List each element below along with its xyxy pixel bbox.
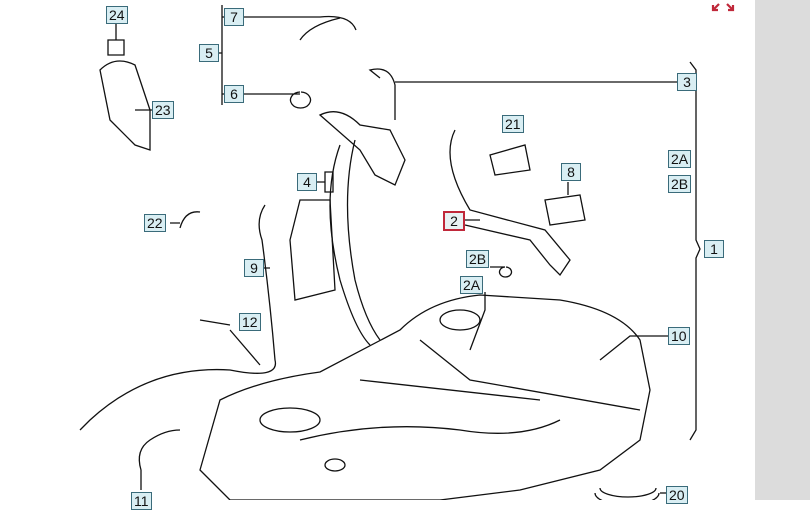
parts-diagram: 24 7 5 6 3 23 21 2A 2B 4 8 22 2 1 9 2B 2… (79, 0, 736, 510)
side-panel (755, 0, 810, 500)
callout-2a[interactable]: 2A (460, 276, 484, 294)
callout-1[interactable]: 1 (704, 240, 724, 258)
callout-2b[interactable]: 2B (466, 250, 490, 268)
callout-21[interactable]: 21 (502, 115, 524, 133)
callout-7[interactable]: 7 (224, 8, 244, 26)
callout-11[interactable]: 11 (131, 492, 152, 510)
callout-5[interactable]: 5 (199, 44, 219, 62)
callout-2-selected[interactable]: 2 (443, 211, 465, 231)
callout-20[interactable]: 20 (666, 486, 688, 504)
callout-24[interactable]: 24 (106, 6, 128, 24)
callout-2a-legend[interactable]: 2A (668, 150, 692, 168)
callout-23[interactable]: 23 (152, 101, 174, 119)
callout-10[interactable]: 10 (668, 327, 690, 345)
callout-9[interactable]: 9 (244, 259, 264, 277)
callout-2b-legend[interactable]: 2B (668, 175, 692, 193)
callout-4[interactable]: 4 (297, 173, 317, 191)
callout-6[interactable]: 6 (224, 85, 244, 103)
callout-3[interactable]: 3 (677, 73, 697, 91)
callout-12[interactable]: 12 (239, 313, 261, 331)
callout-22[interactable]: 22 (144, 214, 166, 232)
fuel-tank-line-drawing (79, 5, 701, 500)
callout-8[interactable]: 8 (561, 163, 581, 181)
expand-arrows-icon[interactable] (710, 0, 736, 18)
